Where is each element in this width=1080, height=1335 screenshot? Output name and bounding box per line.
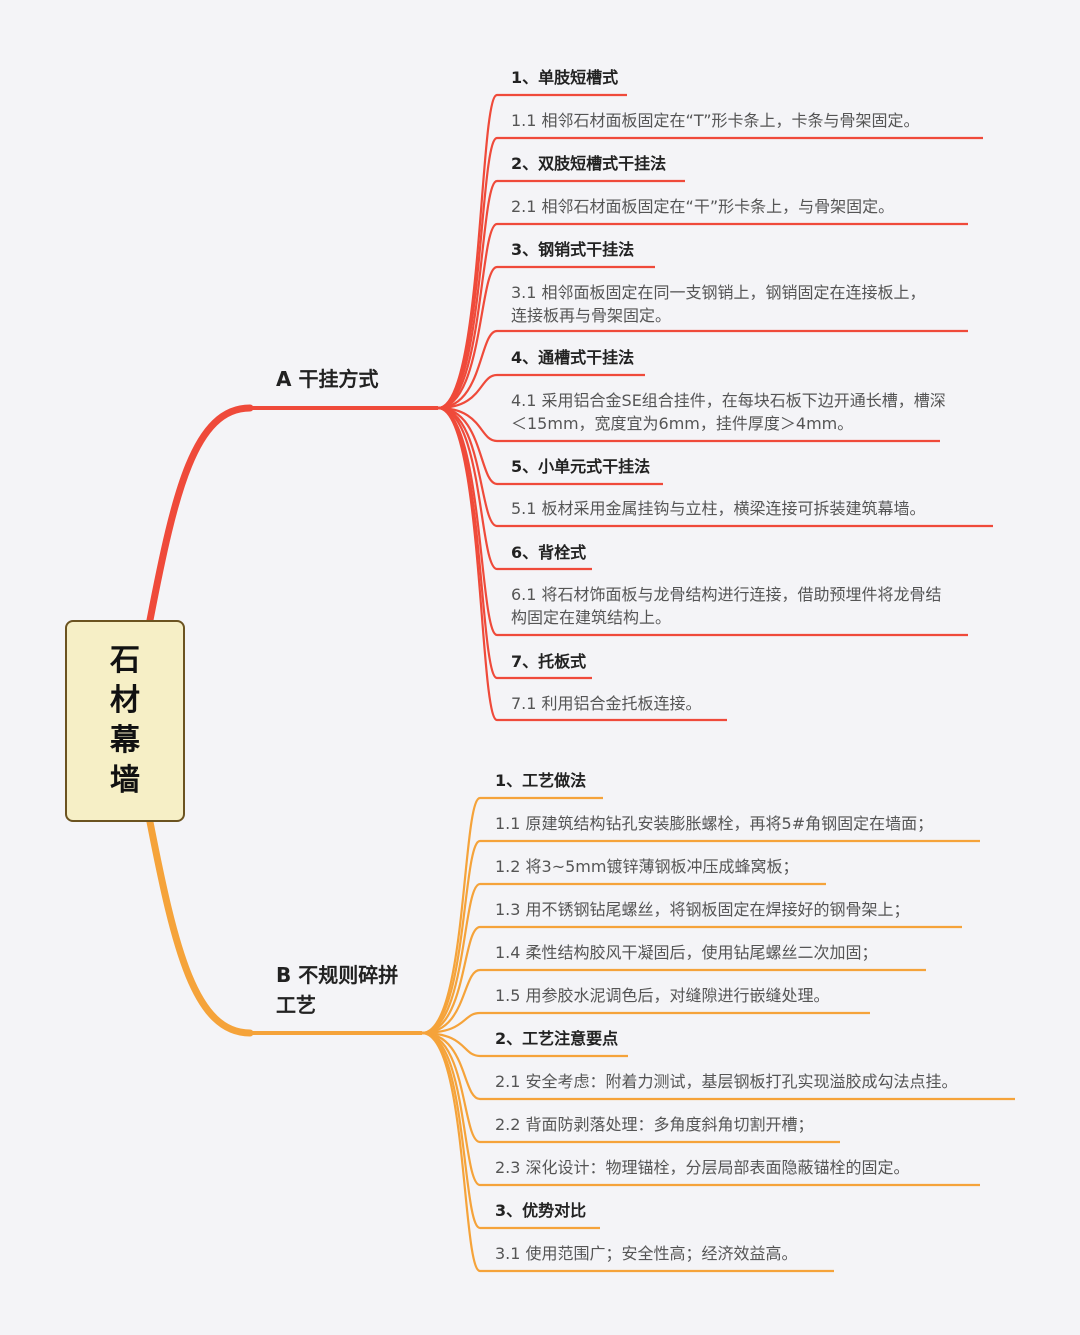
branch-b-connector xyxy=(421,1031,840,1144)
branch-a-connector xyxy=(437,406,940,443)
a-detail-4[interactable]: 4.1 采用铝合金SE组合挂件，在每块石板下边开通长槽，槽深＜15mm，宽度宜为… xyxy=(511,391,946,433)
a-heading-6[interactable]: 6、背栓式 xyxy=(511,543,587,562)
branch-b-connector xyxy=(421,1011,870,1035)
branch-a-connector xyxy=(437,406,592,571)
branch-a-connector xyxy=(437,179,685,410)
b-detail-1-4[interactable]: 1.4 柔性结构胶风干凝固后，使用钻尾螺丝二次加固； xyxy=(495,943,878,962)
b-detail-1-1[interactable]: 1.1 原建筑结构钻孔安装膨胀螺栓，再将5#角钢固定在墙面； xyxy=(495,814,934,833)
branch-a-connector xyxy=(437,222,968,410)
branch-a-connector xyxy=(437,93,627,410)
a-heading-1[interactable]: 1、单肢短槽式 xyxy=(511,68,619,87)
branch-b-connector xyxy=(421,968,926,1035)
branch-b-connector xyxy=(421,1031,980,1187)
branch-a-title[interactable]: A 干挂方式 xyxy=(276,367,379,391)
branch-b-connector xyxy=(421,1031,628,1058)
branch-b-connector xyxy=(421,882,826,1035)
b-detail-2-2[interactable]: 2.2 背面防剥落处理：多角度斜角切割开槽； xyxy=(495,1115,814,1134)
branch-a-connector xyxy=(437,136,983,410)
branch-a-connector xyxy=(437,406,663,486)
branch-a-connector xyxy=(437,265,655,410)
branch-b-connector xyxy=(421,1031,1015,1101)
root-to-b-curve xyxy=(146,818,254,1037)
a-heading-3[interactable]: 3、钢销式干挂法 xyxy=(511,240,635,259)
b-detail-3-1[interactable]: 3.1 使用范围广；安全性高；经济效益高。 xyxy=(495,1244,798,1263)
a-detail-3[interactable]: 3.1 相邻面板固定在同一支钢销上，钢销固定在连接板上，连接板再与骨架固定。 xyxy=(511,283,926,325)
root-char: 材 xyxy=(110,683,140,718)
branch-b-title[interactable]: B 不规则碎拼工艺 xyxy=(276,963,399,1017)
root-char: 墙 xyxy=(110,763,140,798)
a-detail-6[interactable]: 6.1 将石材饰面板与龙骨结构进行连接，借助预埋件将龙骨结构固定在建筑结构上。 xyxy=(511,585,942,627)
a-heading-2[interactable]: 2、双肢短槽式干挂法 xyxy=(511,154,667,173)
branch-b-connector xyxy=(421,925,962,1035)
b-heading-3[interactable]: 3、优势对比 xyxy=(495,1201,587,1220)
branch-a-connector xyxy=(437,329,968,410)
a-detail-2[interactable]: 2.1 相邻石材面板固定在“干”形卡条上，与骨架固定。 xyxy=(511,197,895,216)
b-detail-2-1[interactable]: 2.1 安全考虑：附着力测试，基层钢板打孔实现溢胶成勾法点挂。 xyxy=(495,1072,958,1091)
b-detail-1-2[interactable]: 1.2 将3~5mm镀锌薄钢板冲压成蜂窝板； xyxy=(495,857,799,876)
root-char: 石 xyxy=(110,643,140,678)
branch-a-connector xyxy=(437,373,645,410)
branch-b-connector xyxy=(421,796,603,1035)
root-to-a-curve xyxy=(146,404,254,624)
b-detail-2-3[interactable]: 2.3 深化设计：物理锚栓，分层局部表面隐蔽锚栓的固定。 xyxy=(495,1158,910,1177)
branch-b-connector xyxy=(421,839,980,1035)
root-char: 幕 xyxy=(110,723,140,758)
root-node[interactable]: 石 材 幕 墙 xyxy=(65,620,185,822)
a-heading-7[interactable]: 7、托板式 xyxy=(511,652,587,671)
branch-a-connector xyxy=(437,406,727,722)
b-detail-1-3[interactable]: 1.3 用不锈钢钻尾螺丝，将钢板固定在焊接好的钢骨架上； xyxy=(495,900,910,919)
b-heading-1[interactable]: 1、工艺做法 xyxy=(495,771,587,790)
branch-a-connector xyxy=(437,406,993,528)
b-heading-2[interactable]: 2、工艺注意要点 xyxy=(495,1029,619,1048)
a-detail-1[interactable]: 1.1 相邻石材面板固定在“T”形卡条上，卡条与骨架固定。 xyxy=(511,111,920,130)
a-detail-7[interactable]: 7.1 利用铝合金托板连接。 xyxy=(511,694,702,713)
a-detail-5[interactable]: 5.1 板材采用金属挂钩与立柱，横梁连接可拆装建筑幕墙。 xyxy=(511,499,926,518)
branch-b-connector xyxy=(421,1031,834,1273)
a-heading-5[interactable]: 5、小单元式干挂法 xyxy=(511,457,651,476)
b-detail-1-5[interactable]: 1.5 用参胶水泥调色后，对缝隙进行嵌缝处理。 xyxy=(495,986,830,1005)
a-heading-4[interactable]: 4、通槽式干挂法 xyxy=(511,348,635,367)
